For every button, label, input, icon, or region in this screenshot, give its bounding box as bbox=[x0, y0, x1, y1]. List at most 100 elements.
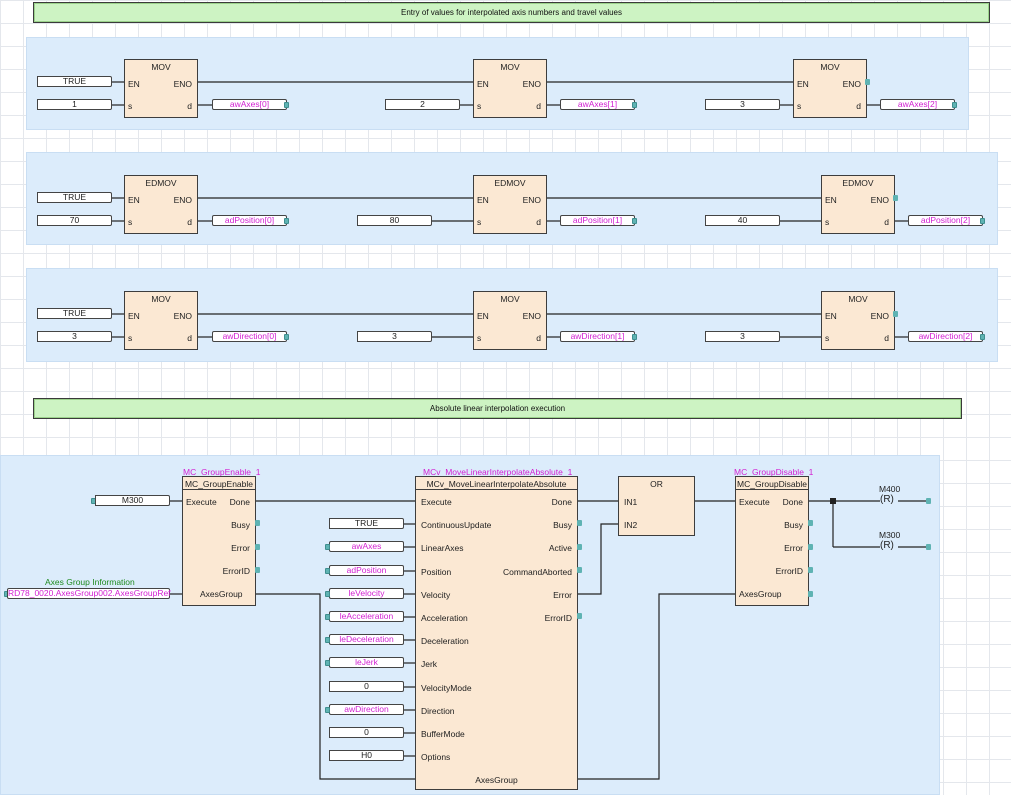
linearaxes-connector bbox=[325, 544, 330, 550]
jerk-var[interactable]: leJerk bbox=[329, 657, 404, 668]
axesgroup-pin: AxesGroup bbox=[475, 775, 518, 785]
rung2-d0-var[interactable]: adPosition[0] bbox=[212, 215, 287, 226]
execute-pin: Execute bbox=[186, 497, 217, 507]
rung3-s2-const[interactable]: 3 bbox=[705, 331, 780, 342]
done-pin: Done bbox=[551, 497, 572, 507]
d-pin: d bbox=[187, 333, 192, 343]
errorid-pin: ErrorID bbox=[775, 566, 803, 576]
position-var[interactable]: adPosition bbox=[329, 565, 404, 576]
rung2-s0-const[interactable]: 70 bbox=[37, 215, 112, 226]
axesgroup-pin: AxesGroup bbox=[200, 589, 243, 599]
velocitymode-const[interactable]: 0 bbox=[329, 681, 404, 692]
enable-busy-connector bbox=[255, 520, 260, 526]
done-pin: Done bbox=[229, 497, 250, 507]
rung3-mov-block-1[interactable]: MOV EN ENO s d bbox=[124, 291, 198, 350]
direction-var[interactable]: awDirection bbox=[329, 704, 404, 715]
rung2-edmov-block-2[interactable]: EDMOV EN ENO s d bbox=[473, 175, 547, 234]
velocity-pin: Velocity bbox=[421, 590, 451, 600]
eno-pin: ENO bbox=[522, 79, 541, 89]
rung1-mov-block-1[interactable]: MOV EN ENO s d bbox=[124, 59, 198, 118]
direction-connector bbox=[325, 707, 330, 713]
rung2-d1-var[interactable]: adPosition[1] bbox=[560, 215, 635, 226]
fb-title-divider bbox=[183, 489, 255, 490]
acceleration-pin: Acceleration bbox=[421, 613, 468, 623]
options-const[interactable]: H0 bbox=[329, 750, 404, 761]
mc-groupenable-block[interactable]: MC_GroupEnable Execute Done Busy Error E… bbox=[182, 476, 256, 606]
rung1-s0-const[interactable]: 1 bbox=[37, 99, 112, 110]
rung3-s1-const[interactable]: 3 bbox=[357, 331, 432, 342]
move-busy-connector bbox=[577, 520, 582, 526]
rung2-edmov-block-3[interactable]: EDMOV EN ENO s d bbox=[821, 175, 895, 234]
rung3-s0-const[interactable]: 3 bbox=[37, 331, 112, 342]
d-pin: d bbox=[884, 217, 889, 227]
rung3-eno-connector bbox=[893, 311, 898, 317]
mc-groupdisable-block[interactable]: MC_GroupDisable Execute Done Busy Error … bbox=[735, 476, 809, 606]
rung3-d1-var[interactable]: awDirection[1] bbox=[560, 331, 635, 342]
fb-type: MC_GroupEnable bbox=[184, 479, 254, 489]
or-block[interactable]: OR IN1 IN2 bbox=[618, 476, 695, 536]
coil-m300-label: M300 bbox=[879, 530, 901, 540]
d-pin: d bbox=[856, 101, 861, 111]
eno-pin: ENO bbox=[870, 195, 889, 205]
rung1-mov-block-2[interactable]: MOV EN ENO s d bbox=[473, 59, 547, 118]
eno-pin: ENO bbox=[173, 79, 192, 89]
rung1-eno-connector bbox=[865, 79, 870, 85]
axes-group-ref-var[interactable]: RD78_0020.AxesGroup002.AxesGroupRef bbox=[7, 588, 171, 599]
enable-instance-name: MC_GroupEnable_1 bbox=[183, 467, 261, 477]
buffermode-pin: BufferMode bbox=[421, 729, 465, 739]
linearaxes-pin: LinearAxes bbox=[421, 543, 464, 553]
fb-title: MOV bbox=[500, 294, 520, 304]
buffermode-const[interactable]: 0 bbox=[329, 727, 404, 738]
rung1-d1-var[interactable]: awAxes[1] bbox=[560, 99, 635, 110]
velocity-connector bbox=[325, 591, 330, 597]
in1-pin: IN1 bbox=[624, 497, 638, 507]
rung1-d0-var[interactable]: awAxes[0] bbox=[212, 99, 287, 110]
rung2-eno-connector bbox=[893, 195, 898, 201]
rung3-d0-var[interactable]: awDirection[0] bbox=[212, 331, 287, 342]
fb-type: MCv_MoveLinearInterpolateAbsolute bbox=[426, 479, 567, 489]
rung3-d2-connector bbox=[980, 334, 985, 340]
jerk-connector bbox=[325, 660, 330, 666]
continuousupdate-pin: ContinuousUpdate bbox=[421, 520, 492, 530]
rung2-d2-connector bbox=[980, 218, 985, 224]
rung2-d2-var[interactable]: adPosition[2] bbox=[908, 215, 983, 226]
d-pin: d bbox=[536, 217, 541, 227]
linearaxes-var[interactable]: awAxes bbox=[329, 541, 404, 552]
rung1-d2-var[interactable]: awAxes[2] bbox=[880, 99, 955, 110]
velocity-var[interactable]: leVelocity bbox=[329, 588, 404, 599]
rung1-s1-const[interactable]: 2 bbox=[385, 99, 460, 110]
rung3-mov-block-3[interactable]: MOV EN ENO s d bbox=[821, 291, 895, 350]
continuous-update-const[interactable]: TRUE bbox=[329, 518, 404, 529]
deceleration-pin: Deceleration bbox=[421, 636, 469, 646]
banner-exec: Absolute linear interpolation execution bbox=[33, 398, 962, 419]
acceleration-var[interactable]: leAcceleration bbox=[329, 611, 404, 622]
rung1-mov-block-3[interactable]: MOV EN ENO s d bbox=[793, 59, 867, 118]
error-pin: Error bbox=[231, 543, 250, 553]
rung2-s2-const[interactable]: 40 bbox=[705, 215, 780, 226]
rung2-en-const[interactable]: TRUE bbox=[37, 192, 112, 203]
rung3-d2-var[interactable]: awDirection[2] bbox=[908, 331, 983, 342]
move-cmdaborted-connector bbox=[577, 567, 582, 573]
fb-title-divider bbox=[416, 489, 577, 490]
deceleration-var[interactable]: leDeceleration bbox=[329, 634, 404, 645]
fb-title-divider bbox=[736, 489, 808, 490]
enable-execute-var[interactable]: M300 bbox=[95, 495, 170, 506]
coil-m400-reset-symbol[interactable]: (R) bbox=[880, 494, 894, 505]
en-pin: EN bbox=[477, 195, 489, 205]
disable-error-connector bbox=[808, 544, 813, 550]
rung2-edmov-block-1[interactable]: EDMOV EN ENO s d bbox=[124, 175, 198, 234]
fb-title: MOV bbox=[848, 294, 868, 304]
rung3-d1-connector bbox=[632, 334, 637, 340]
coil-m400-connector bbox=[926, 498, 931, 504]
rung2-s1-const[interactable]: 80 bbox=[357, 215, 432, 226]
rung1-s2-const[interactable]: 3 bbox=[705, 99, 780, 110]
en-pin: EN bbox=[128, 195, 140, 205]
disable-errorid-connector bbox=[808, 567, 813, 573]
rung1-en-const[interactable]: TRUE bbox=[37, 76, 112, 87]
rung3-en-const[interactable]: TRUE bbox=[37, 308, 112, 319]
fb-title: MOV bbox=[820, 62, 840, 72]
coil-m300-reset-symbol[interactable]: (R) bbox=[880, 540, 894, 551]
banner-entry: Entry of values for interpolated axis nu… bbox=[33, 2, 990, 23]
rung3-mov-block-2[interactable]: MOV EN ENO s d bbox=[473, 291, 547, 350]
mcv-movelinearinterpolateabsolute-block[interactable]: MCv_MoveLinearInterpolateAbsolute Execut… bbox=[415, 476, 578, 790]
